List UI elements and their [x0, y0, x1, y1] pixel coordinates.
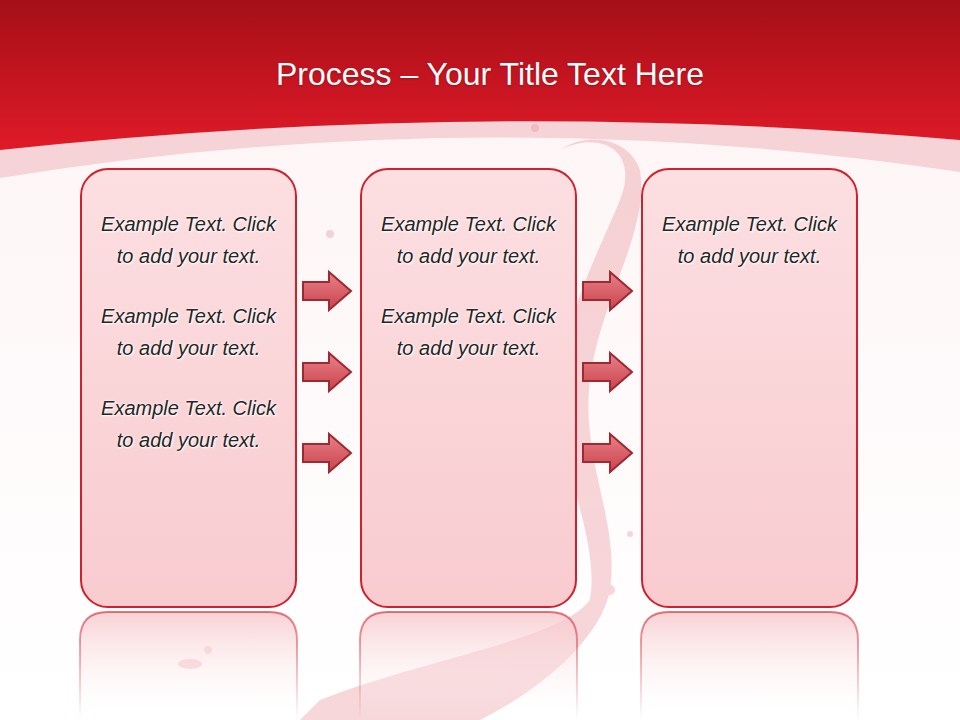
process-box: Example Text. Click to add your text. Exa…: [80, 168, 297, 608]
block-arrow: [303, 353, 351, 391]
box-text: Example Text. Click to add your text.: [92, 392, 285, 456]
box-text: Example Text. Click to add your text.: [372, 300, 565, 364]
block-arrow: [583, 434, 632, 472]
slide-title: Process – Your Title Text Here: [0, 52, 960, 96]
box-text: Example Text. Click to add your text.: [653, 208, 846, 272]
block-arrow: [303, 272, 351, 310]
block-arrow: [303, 434, 351, 472]
block-arrow: [583, 353, 632, 391]
process-box: Example Text. Click to add your text.: [641, 168, 858, 608]
block-arrow: [583, 272, 632, 310]
box-text: Example Text. Click to add your text.: [372, 208, 565, 272]
box-text: Example Text. Click to add your text.: [92, 208, 285, 272]
box-reflections: [80, 612, 858, 720]
process-box: Example Text. Click to add your text. Exa…: [360, 168, 577, 608]
box-text: Example Text. Click to add your text.: [92, 300, 285, 364]
